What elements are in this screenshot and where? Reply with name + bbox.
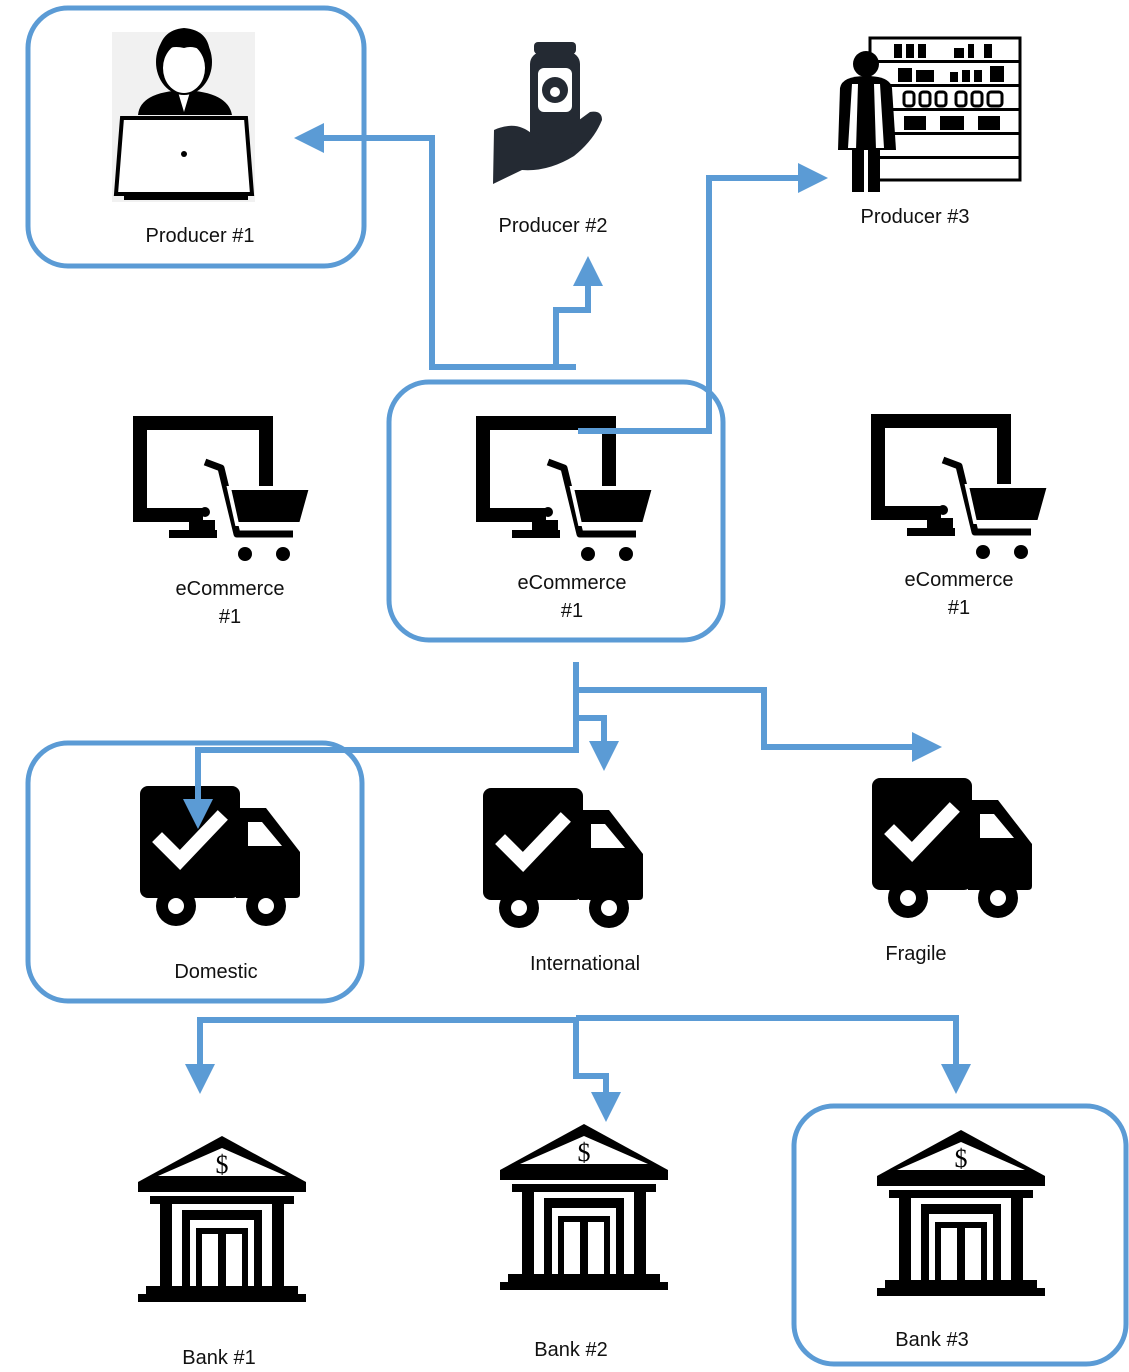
bank-dollar-icon (500, 1124, 668, 1290)
monitor-cart-icon (476, 416, 654, 561)
producer-1-label: Producer #1 (145, 225, 255, 247)
ecommerce-1-name: eCommerce (175, 578, 285, 600)
arrow-to-producer-1 (294, 123, 576, 370)
bank-3-frame[interactable] (791, 1103, 1129, 1367)
monitor-cart-icon (133, 416, 311, 561)
arrow-to-international (576, 715, 619, 771)
ecommerce-1-label: eCommerce #1 (150, 575, 310, 631)
domestic-frame[interactable] (25, 740, 365, 1004)
hand-jar-icon (493, 42, 602, 184)
arrow-to-bank-3 (576, 1015, 971, 1094)
bank-1-label: Bank #1 (182, 1347, 256, 1369)
ecommerce-2-label: eCommerce #1 (492, 569, 652, 625)
ecommerce-3-number: #1 (947, 597, 971, 619)
shopkeeper-shelf-icon (838, 36, 1022, 192)
bank-dollar-icon (877, 1130, 1045, 1296)
arrow-to-producer-3 (578, 163, 828, 434)
arrow-to-producer-2 (553, 256, 603, 367)
fragile-label: Fragile (885, 943, 947, 965)
international-label: International (529, 953, 641, 975)
producer-2-label: Producer #2 (498, 215, 608, 237)
ecommerce-2-name: eCommerce (517, 572, 627, 594)
arrow-to-domestic (183, 662, 579, 829)
ecommerce-2-number: #1 (560, 600, 584, 622)
bank-3-label: Bank #3 (895, 1329, 969, 1351)
person-laptop-icon (112, 28, 255, 202)
delivery-truck-check-icon (872, 778, 1032, 918)
delivery-truck-check-icon (483, 788, 643, 928)
ecommerce-2-frame[interactable] (386, 379, 726, 643)
arrow-to-bank-2 (573, 1020, 621, 1122)
ecommerce-3-label: eCommerce #1 (879, 566, 1039, 622)
delivery-truck-check-icon (140, 786, 300, 926)
arrow-to-fragile (576, 687, 942, 762)
bank-dollar-icon (138, 1136, 306, 1302)
monitor-cart-icon (871, 414, 1049, 559)
connectors (183, 123, 971, 1122)
bank-2-label: Bank #2 (534, 1339, 608, 1361)
domestic-label: Domestic (174, 961, 258, 983)
ecommerce-3-name: eCommerce (904, 569, 1014, 591)
arrow-to-bank-1 (185, 1017, 576, 1094)
ecommerce-1-number: #1 (218, 606, 242, 628)
producer-3-label: Producer #3 (860, 206, 970, 228)
